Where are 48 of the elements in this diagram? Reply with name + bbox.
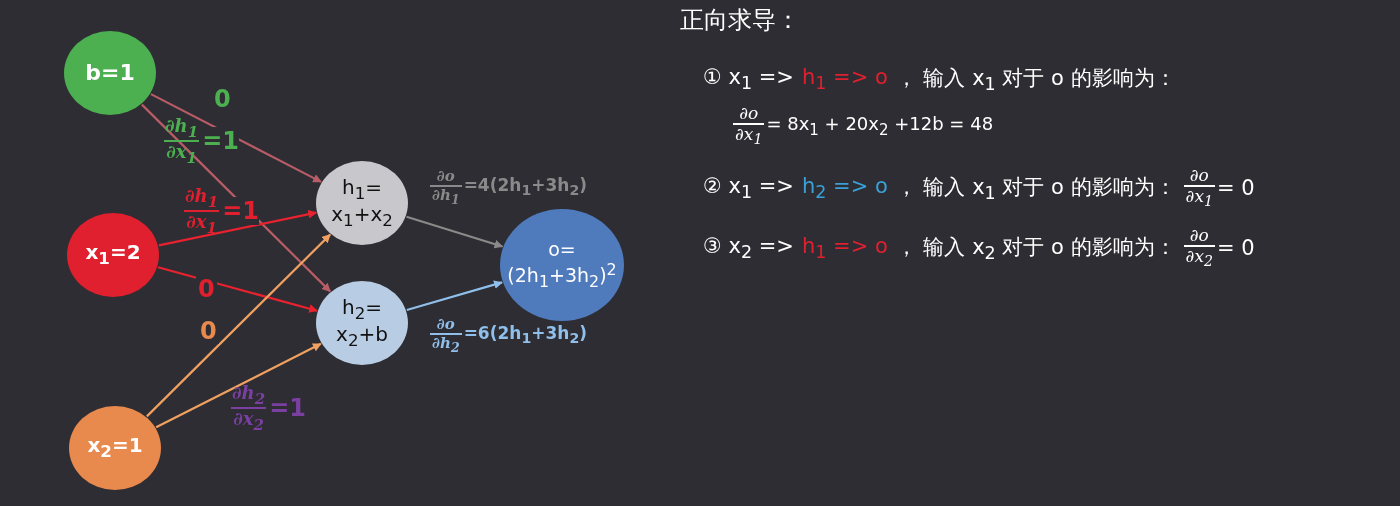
arrow (146, 233, 331, 418)
fraction-denominator: ∂x$_{2}$ (231, 407, 266, 434)
input-node: x$_{2}$=1 (69, 406, 161, 490)
formula-label: =1 (222, 197, 259, 226)
input-node: b=1 (64, 31, 156, 115)
fraction-numerator: ∂o (738, 104, 760, 123)
step-text: h$_{1}$ => o (801, 233, 888, 262)
step-text: ③ x$_{2}$ => (703, 233, 794, 262)
fraction-denominator: ∂x$_{1}$ (184, 210, 219, 237)
fraction-numerator: ∂o (435, 316, 456, 333)
step-text: ② x$_{1}$ => (703, 173, 794, 202)
step-text: = 8x$_{1}$ + 20x$_{2}$ +12b = 48 (766, 113, 994, 139)
step-text: = 0 (1217, 175, 1255, 200)
fraction-denominator: ∂x$_{1}$ (164, 140, 199, 167)
arrow (406, 215, 504, 249)
heading: 正向求导： (680, 5, 800, 36)
arrow (158, 209, 318, 247)
arrow (150, 93, 322, 183)
step-text: ， 输入 x$_{1}$ 对于 o 的影响为： (895, 65, 1176, 95)
hidden-node: h$_{1}$= x$_{1}$+x$_{2}$ (316, 161, 408, 245)
input-node: x$_{1}$=2 (67, 213, 159, 297)
step-text: ， 输入 x$_{1}$ 对于 o 的影响为： (895, 173, 1176, 203)
fraction-numerator: ∂h$_{1}$ (184, 186, 220, 211)
fraction-denominator: ∂x$_{1}$ (1183, 184, 1215, 210)
step-text: = 0 (1217, 235, 1255, 260)
formula-label: =6(2h$_{1}$+3h$_{2}$) (463, 323, 588, 347)
edge-label: 0 (198, 318, 219, 345)
fraction-numerator: ∂o (1188, 166, 1210, 185)
fraction-denominator: ∂h$_{1}$ (430, 184, 462, 207)
fraction-numerator: ∂o (1188, 226, 1210, 245)
output-node: o= (2h$_{1}$+3h$_{2}$)$^{2}$ (500, 209, 624, 321)
arrow (157, 266, 318, 313)
step-text: h$_{1}$ => o (801, 65, 888, 94)
fraction-denominator: ∂x$_{2}$ (1183, 244, 1215, 270)
fraction-denominator: ∂x$_{1}$ (733, 122, 765, 148)
formula-label: =4(2h$_{1}$+3h$_{2}$) (463, 175, 588, 199)
fraction-numerator: ∂h$_{2}$ (231, 383, 267, 408)
formula-label: =1 (269, 394, 306, 423)
fraction-denominator: ∂h$_{2}$ (430, 332, 462, 355)
step-text: ， 输入 x$_{2}$ 对于 o 的影响为： (895, 233, 1176, 263)
arrow (406, 280, 503, 312)
step-text: h$_{2}$ => o (801, 173, 888, 202)
fraction-numerator: ∂h$_{1}$ (164, 116, 200, 141)
fraction-numerator: ∂o (435, 168, 456, 185)
arrow (155, 342, 322, 429)
step-text: ① x$_{1}$ => (703, 65, 794, 94)
arrow (141, 103, 331, 293)
hidden-node: h$_{2}$= x$_{2}$+b (316, 281, 408, 365)
